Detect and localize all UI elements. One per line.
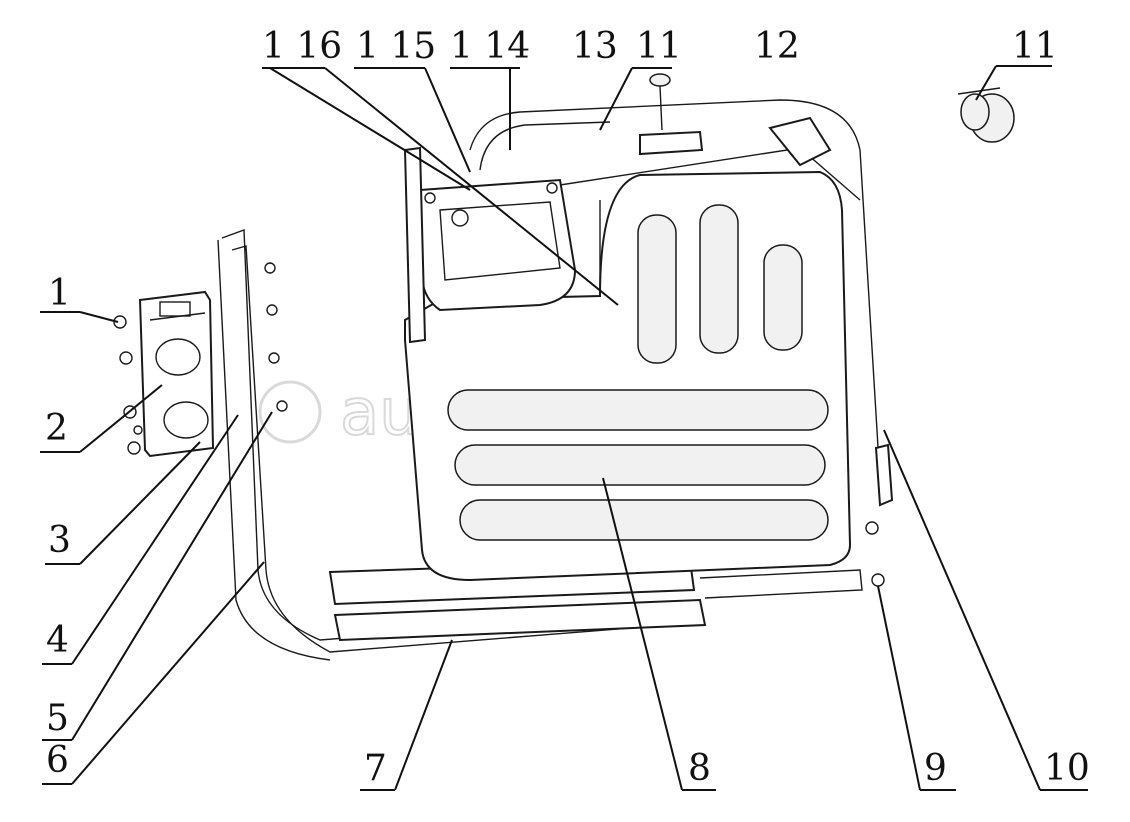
- callout-15: 1 15: [354, 26, 471, 173]
- callout-14: 1 14: [450, 26, 530, 150]
- callout-7: 7: [360, 639, 453, 791]
- part-filler-neck: [639, 73, 832, 167]
- part-nut: [871, 573, 885, 587]
- svg-text:1: 1: [48, 273, 71, 314]
- svg-text:11: 11: [1012, 26, 1058, 67]
- callout-1: 1: [40, 273, 119, 323]
- svg-text:1 14: 1 14: [450, 26, 530, 67]
- svg-text:10: 10: [1044, 748, 1090, 789]
- part-fuel-tank: [404, 170, 852, 582]
- callout-16: 1 16: [262, 26, 619, 306]
- svg-text:3: 3: [48, 520, 71, 561]
- part-detail-cap: [957, 87, 1015, 143]
- svg-text:8: 8: [688, 748, 711, 789]
- svg-text:11: 11: [636, 26, 682, 67]
- callout-10: 10: [883, 429, 1090, 791]
- callout-11-filler: 11: [599, 26, 682, 131]
- svg-text:12: 12: [754, 26, 800, 67]
- svg-text:7: 7: [364, 748, 387, 789]
- svg-text:1 16: 1 16: [262, 26, 342, 67]
- callout-13: 13: [572, 26, 618, 67]
- svg-text:1 15: 1 15: [356, 26, 436, 67]
- part-bracket-plate: [113, 290, 215, 458]
- callout-6: 6: [42, 561, 265, 785]
- callout-3: 3: [45, 441, 201, 565]
- part-side-clamp: [865, 443, 894, 535]
- svg-text:5: 5: [46, 698, 69, 739]
- callout-5: 5: [42, 411, 273, 741]
- callout-2: 2: [40, 384, 163, 453]
- callout-12: 12: [754, 26, 800, 67]
- svg-text:13: 13: [572, 26, 618, 67]
- svg-text:6: 6: [46, 740, 69, 781]
- part-pump-module: [403, 146, 577, 344]
- callout-11-detail: 11: [975, 26, 1058, 101]
- callout-9: 9: [877, 585, 956, 791]
- svg-text:9: 9: [924, 748, 947, 789]
- svg-text:2: 2: [45, 408, 68, 449]
- callout-8: 8: [602, 477, 716, 791]
- svg-text:4: 4: [46, 620, 69, 661]
- callout-4: 4: [42, 414, 239, 665]
